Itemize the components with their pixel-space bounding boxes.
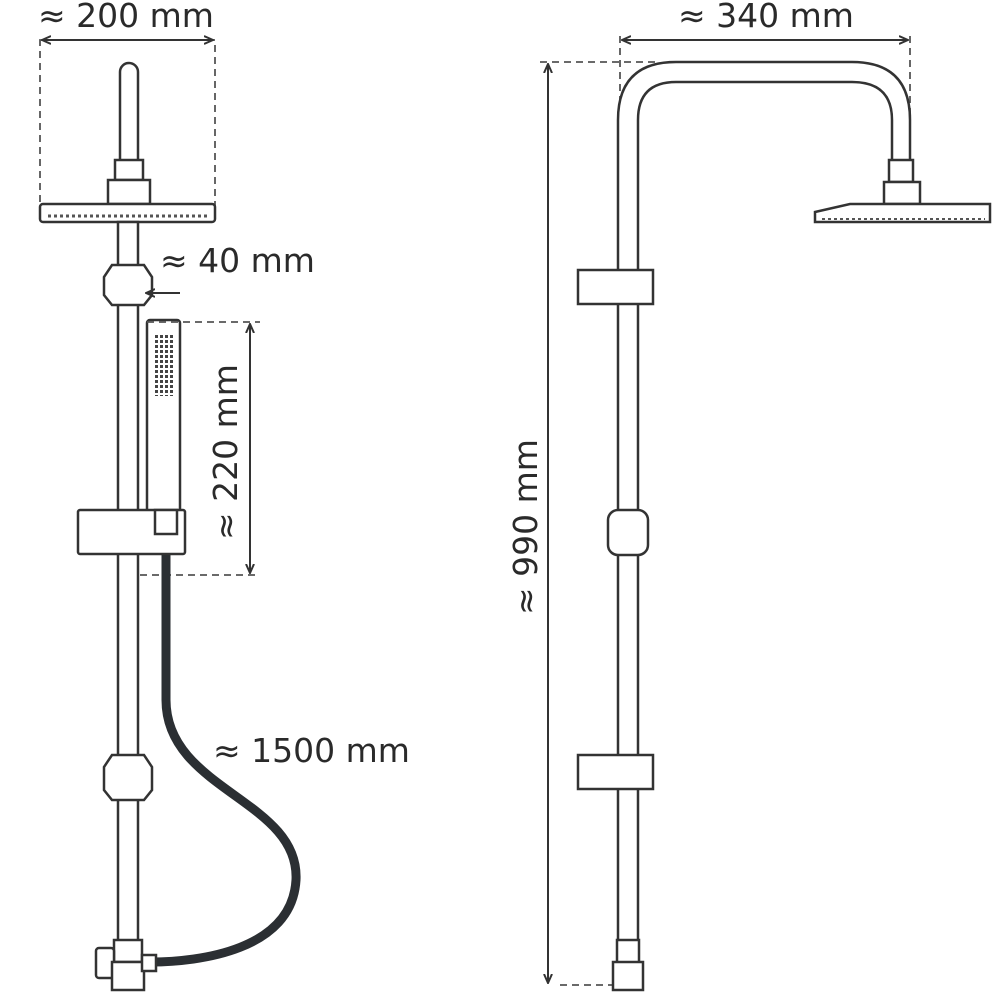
hand-shower-length-label: ≈ 220 mm <box>206 364 245 540</box>
head-connector <box>106 178 152 206</box>
front-view: ≈ 200 mm ≈ 40 mm ≈ 220 mm ≈ 1500 mm <box>38 0 410 992</box>
clamp-depth-label: ≈ 40 mm <box>160 241 315 280</box>
arm-reach-label: ≈ 340 mm <box>678 0 854 35</box>
head-width-label: ≈ 200 mm <box>38 0 214 35</box>
valve-body <box>611 960 645 992</box>
hose-length-label: ≈ 1500 mm <box>213 731 410 770</box>
diverter-valve <box>112 938 144 964</box>
hose-connector <box>153 508 179 536</box>
rain-shower-head <box>813 202 992 224</box>
riser-rod <box>116 220 140 964</box>
lower-wall-bracket <box>576 753 655 791</box>
lower-clamp <box>102 753 154 802</box>
rod-coupling <box>606 508 650 557</box>
hand-shower-nozzles <box>153 334 174 396</box>
arm-nut <box>887 158 915 184</box>
upper-wall-bracket <box>576 268 655 306</box>
hose-outlet <box>140 953 158 973</box>
shower-hose <box>149 535 301 967</box>
upper-clamp <box>102 263 154 307</box>
arm-nut <box>113 158 145 182</box>
total-height-label: ≈ 990 mm <box>506 439 545 615</box>
side-view: ≈ 340 mm ≈ 990 mm <box>506 0 992 992</box>
valve-body <box>110 960 146 992</box>
rain-shower-head <box>38 202 217 224</box>
head-connector <box>882 180 922 206</box>
diverter-valve <box>615 938 641 966</box>
shower-arm <box>118 61 140 167</box>
riser-and-arm <box>616 60 912 964</box>
